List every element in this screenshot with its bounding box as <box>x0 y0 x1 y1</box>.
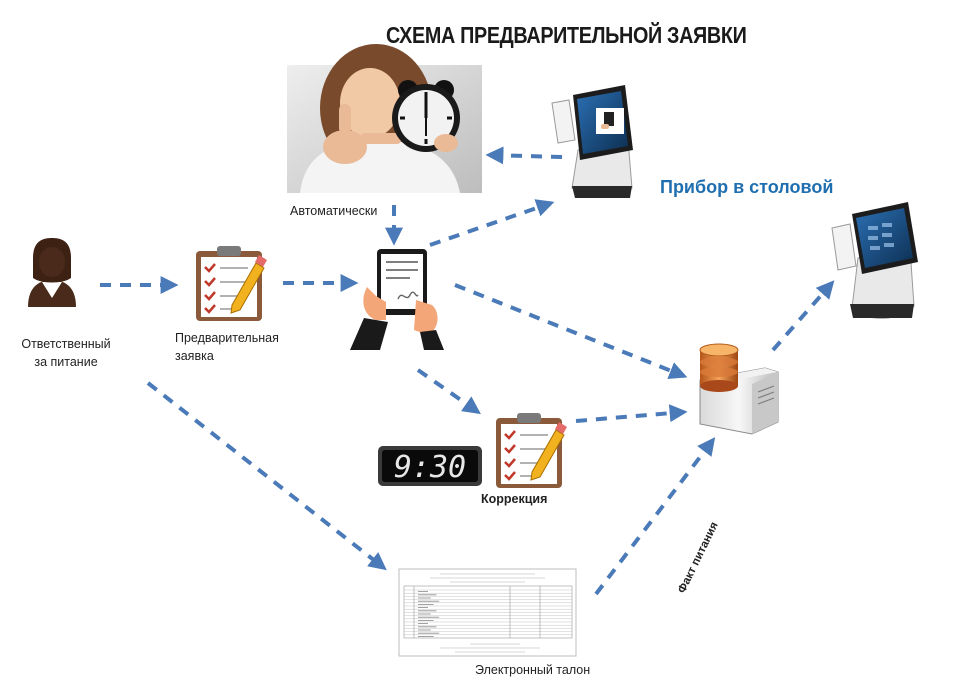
clipboard-checklist-icon <box>196 246 267 321</box>
tablet-signing-icon <box>350 249 444 350</box>
digital-clock-icon: 9:30 <box>378 446 482 486</box>
arrow-ticket-to-server <box>594 437 716 596</box>
preliminary-label-line1: Предварительная <box>175 331 279 345</box>
diagram-title: СХЕМА ПРЕДВАРИТЕЛЬНОЙ ЗАЯВКИ <box>386 22 747 48</box>
arrow-tablet-to-correction <box>416 368 481 415</box>
preliminary-request-label: Предварительная заявка <box>175 329 279 365</box>
arrow-responsible-to-ticket <box>146 381 387 571</box>
automatic-label: Автоматически <box>290 204 378 218</box>
clock-time: 9:30 <box>394 450 466 485</box>
terminal-device-top-icon <box>551 85 633 198</box>
clipboard-correction-icon <box>496 413 567 488</box>
terminal-device-right-icon <box>831 202 918 319</box>
preliminary-label-line2: заявка <box>175 349 214 363</box>
server-database-icon <box>699 343 779 435</box>
arrow-tablet-to-server <box>454 283 688 380</box>
arrow-server-to-device <box>771 280 835 352</box>
arrow-device-to-photo <box>485 146 563 165</box>
arrow-correction-to-server <box>575 404 688 423</box>
arrow-tablet-to-device <box>429 199 555 247</box>
document-ticket-icon <box>398 568 577 657</box>
correction-label: Коррекция <box>481 492 548 506</box>
device-label: Прибор в столовой <box>660 177 834 197</box>
person-icon <box>28 238 76 307</box>
electronic-ticket-label: Электронный талон <box>475 663 591 677</box>
woman-with-clock-photo <box>287 44 482 193</box>
responsible-label: Ответственный за питание <box>21 337 111 369</box>
arrows <box>100 146 835 596</box>
